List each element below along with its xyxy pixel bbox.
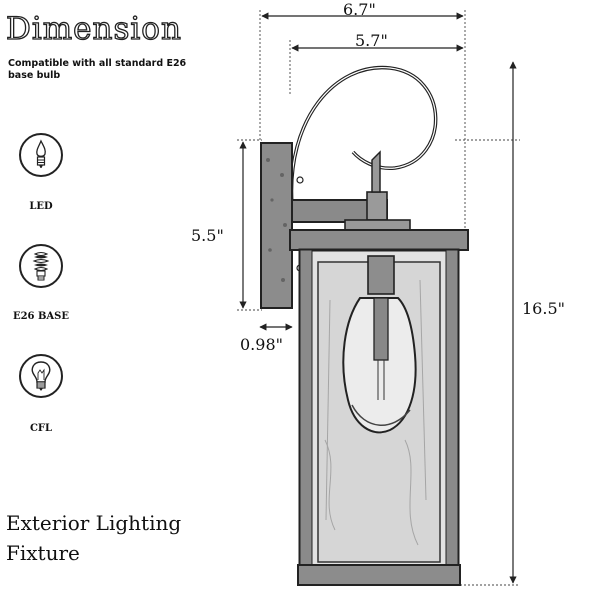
page-title: Dimension <box>5 11 182 47</box>
led-candle-bulb-icon <box>19 133 63 177</box>
bulb-socket <box>367 255 395 295</box>
bulb-label-cfl: CFL <box>29 423 53 434</box>
incandescent-bulb-icon <box>19 354 63 398</box>
bulb-label-led: LED <box>29 201 53 212</box>
extension-lines <box>237 10 520 586</box>
bulb-compatibility-note: Compatible with all standard E26 base bu… <box>8 58 187 81</box>
bulb-label-e26-base: E26 BASE <box>12 311 70 322</box>
fixture-description-line-1: Exterior Lighting <box>6 511 182 535</box>
backplate-depth-label: 0.98" <box>240 335 283 354</box>
wall-backplate <box>260 142 293 309</box>
dimension-arrows <box>239 12 517 584</box>
fixture-description-line-2: Fixture <box>6 541 80 565</box>
spiral-cfl-bulb-icon <box>19 244 63 288</box>
hanging-hook <box>289 65 438 206</box>
bulb <box>342 297 417 434</box>
overall-height-label: 16.5" <box>522 299 565 318</box>
overall-width-label: 6.7" <box>343 0 376 19</box>
lantern-width-label: 5.7" <box>355 31 388 50</box>
backplate-height-label: 5.5" <box>191 226 224 245</box>
fixture-description: Exterior Lighting Fixture <box>6 508 181 568</box>
